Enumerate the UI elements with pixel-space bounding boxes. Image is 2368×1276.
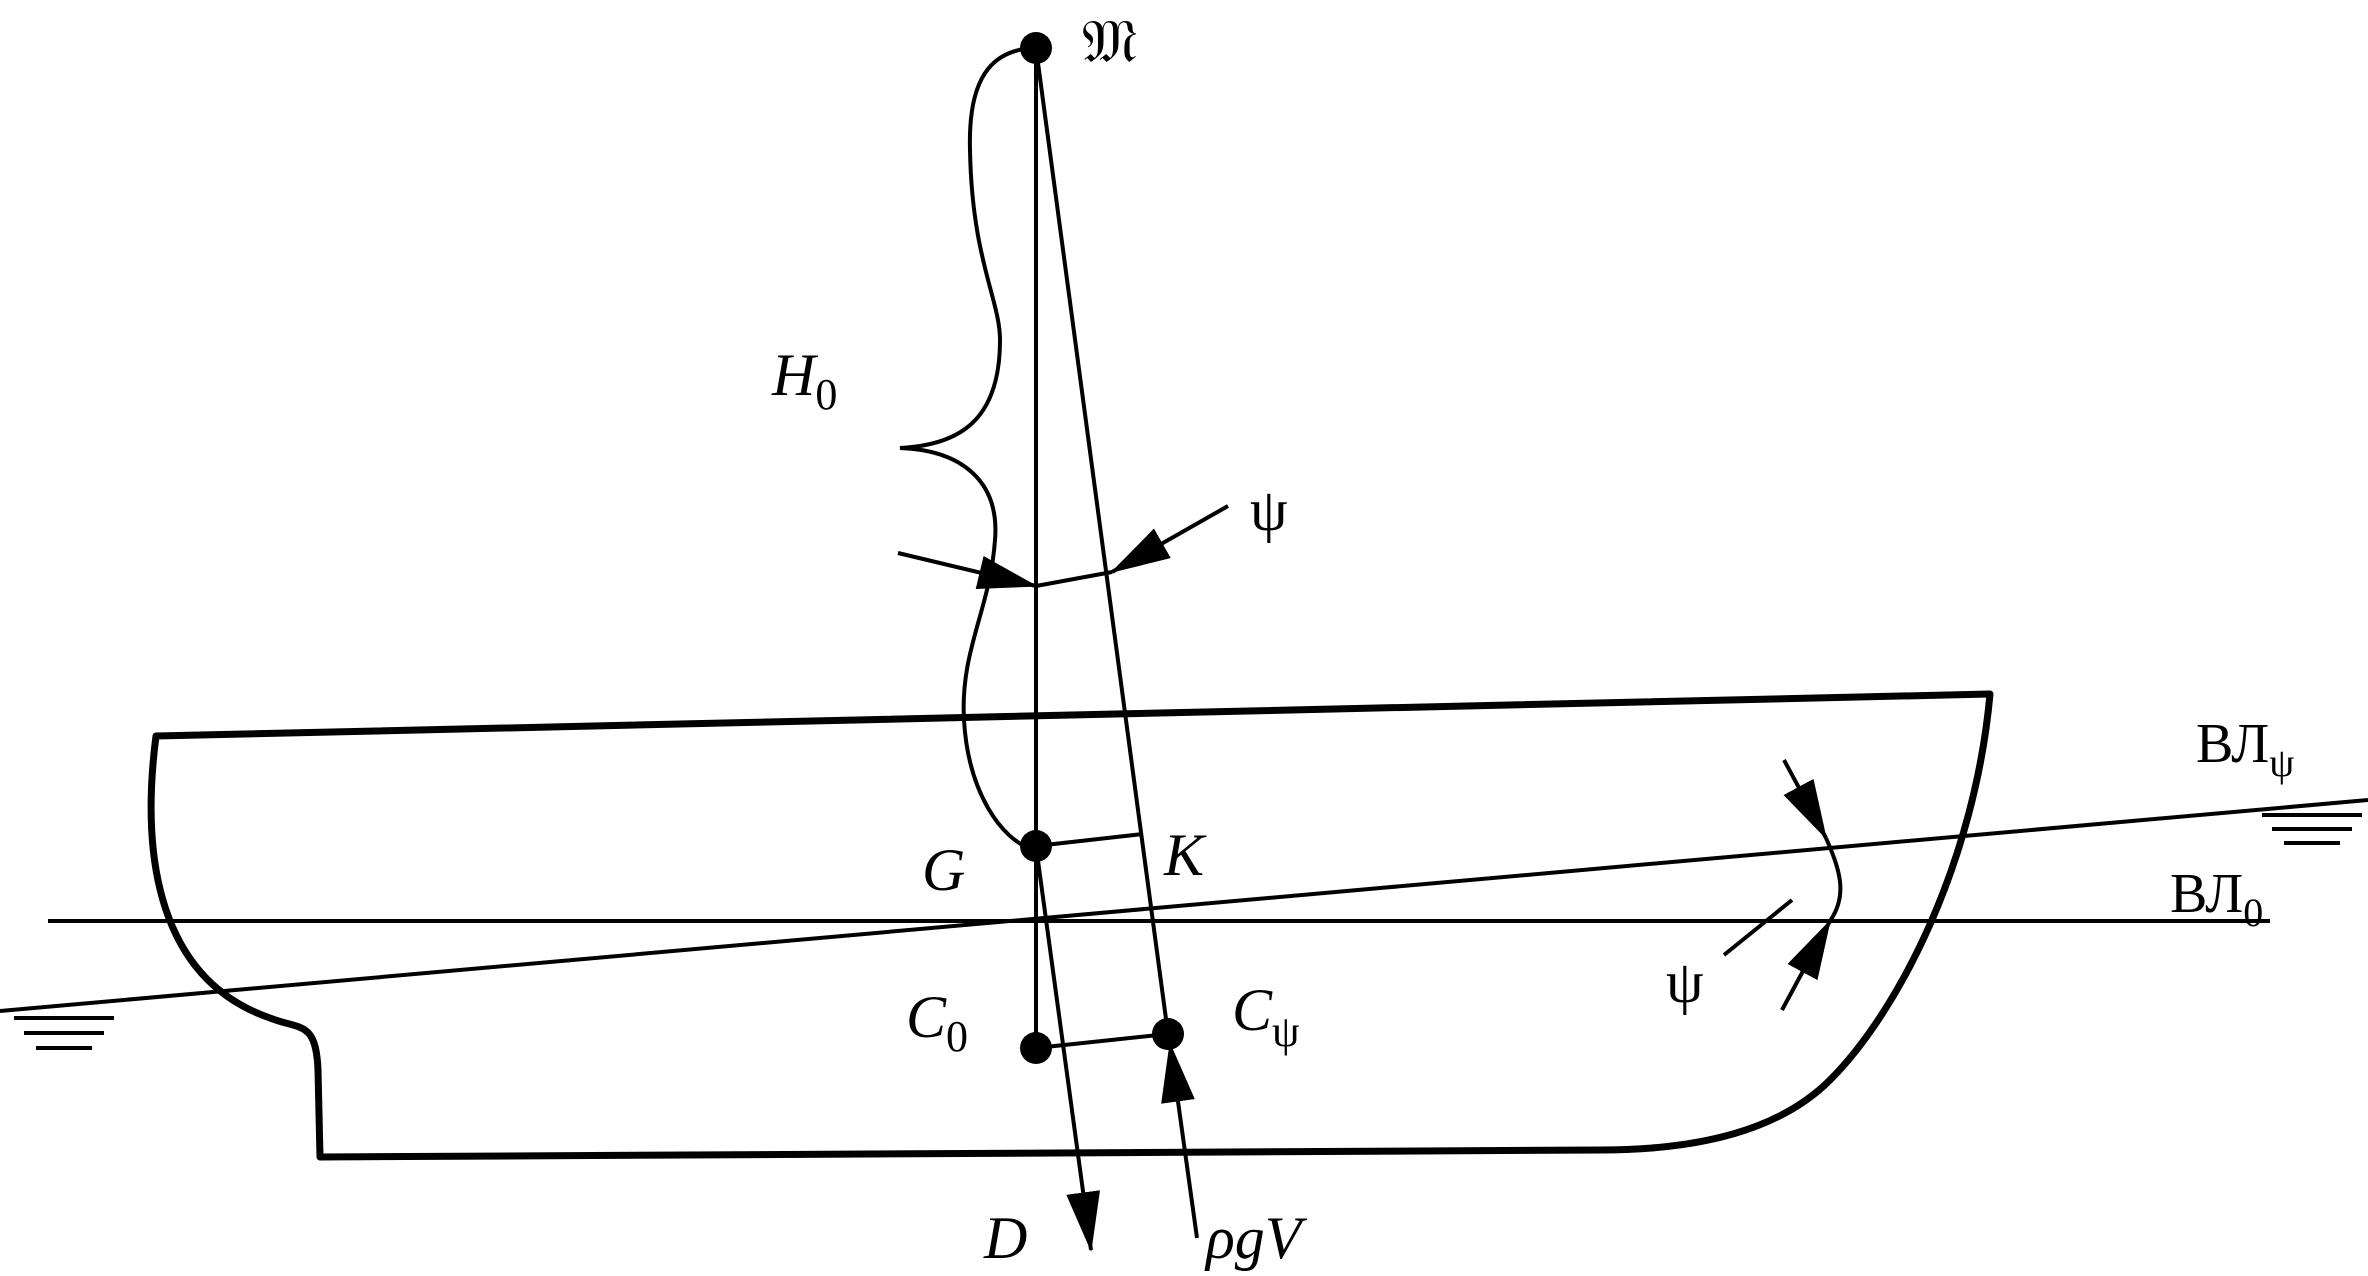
label-cpsi: Cψ: [1232, 977, 1300, 1056]
tilted-line-buoyancy: [1034, 47, 1170, 1035]
heel-arc-top: [1035, 570, 1113, 588]
hull-outline: [147, 690, 1994, 1161]
label-psi-right: ψ: [1666, 949, 1704, 1015]
angle-arrow-left: [897, 551, 1038, 590]
label-h0: H0: [771, 342, 837, 419]
label-waterline-initial: ВЛ0: [2170, 863, 2263, 935]
label-buoyancy-force: ρgV: [1204, 1205, 1308, 1271]
center-of-gravity-point: [1020, 830, 1052, 862]
label-d: D: [983, 1205, 1027, 1271]
brace-h0: [899, 46, 1035, 852]
water-hatch-left: [14, 1016, 114, 1050]
buoyancy-force-arrow: [1161, 1042, 1199, 1239]
label-metacenter: 𝔐: [1082, 9, 1137, 75]
label-waterline-heeled: ВЛψ: [2196, 713, 2294, 785]
buoyancy-center-initial-point: [1020, 1032, 1052, 1064]
weight-force-arrow: [1034, 845, 1101, 1252]
water-hatch-right: [2262, 813, 2362, 845]
label-c0: C0: [906, 984, 968, 1061]
heel-arc-right: [1824, 837, 1843, 923]
connector-c0-cpsi: [1035, 1032, 1169, 1050]
connector-g-k: [1035, 832, 1144, 848]
label-g: G: [922, 837, 965, 903]
waterline-heeled: [0, 798, 2368, 1013]
angle-arrow-right: [1110, 504, 1229, 574]
metacenter-point: [1020, 32, 1052, 64]
psi-leader-line: [1722, 898, 1794, 957]
angle-arrow-right-top: [1782, 759, 1828, 840]
label-psi-top: ψ: [1250, 477, 1288, 543]
angle-arrow-right-bottom: [1780, 919, 1832, 1011]
label-k: K: [1163, 822, 1207, 888]
buoyancy-center-heeled-point: [1152, 1018, 1184, 1050]
